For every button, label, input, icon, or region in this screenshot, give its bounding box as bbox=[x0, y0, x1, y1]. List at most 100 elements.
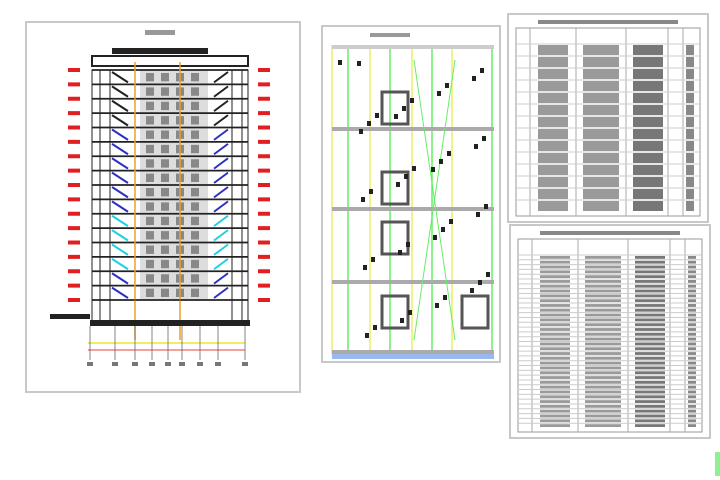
cell-text bbox=[540, 280, 570, 283]
cell-text bbox=[585, 404, 621, 408]
stair-flight-left bbox=[111, 85, 129, 98]
column-mark bbox=[470, 288, 474, 293]
window bbox=[146, 173, 154, 182]
cell-text bbox=[585, 294, 621, 298]
column-mark bbox=[484, 204, 488, 209]
stair-flight-left bbox=[111, 186, 129, 199]
cell-text bbox=[538, 117, 568, 127]
cell-text bbox=[540, 318, 570, 322]
bottom-strip bbox=[332, 354, 494, 359]
column-mark bbox=[445, 83, 449, 88]
cell-text bbox=[635, 376, 665, 379]
cell-text bbox=[635, 390, 665, 394]
stair-flight-right bbox=[213, 243, 229, 256]
stair-flight-left bbox=[111, 243, 129, 256]
cell-text bbox=[688, 313, 696, 317]
window bbox=[146, 231, 154, 240]
stair-flight-left bbox=[111, 99, 129, 112]
cell-text bbox=[688, 347, 696, 351]
cell-text bbox=[585, 260, 621, 264]
cell-text bbox=[635, 361, 665, 365]
cell-text bbox=[686, 129, 694, 139]
cell-text bbox=[540, 376, 570, 379]
cell-text bbox=[585, 308, 621, 312]
canopy bbox=[50, 314, 90, 319]
cell-text bbox=[635, 299, 665, 303]
cell-text bbox=[688, 337, 696, 341]
cell-text bbox=[540, 424, 570, 427]
stair-flight-left bbox=[111, 258, 129, 271]
axis-label bbox=[112, 362, 118, 366]
column-mark bbox=[410, 98, 414, 103]
cell-text bbox=[585, 361, 621, 365]
column-mark bbox=[375, 113, 379, 118]
cell-text bbox=[540, 256, 570, 259]
column-mark bbox=[373, 325, 377, 330]
cell-text bbox=[688, 270, 696, 274]
cell-text bbox=[540, 270, 570, 274]
cell-text bbox=[635, 404, 665, 408]
level-mark-left bbox=[68, 82, 80, 87]
cell-text bbox=[540, 419, 570, 423]
cell-text bbox=[688, 308, 696, 312]
column-mark bbox=[371, 257, 375, 262]
axis-label bbox=[165, 362, 171, 366]
cell-text bbox=[633, 129, 663, 139]
axis-label bbox=[179, 362, 185, 366]
cell-text bbox=[540, 352, 570, 355]
cell-text bbox=[688, 265, 696, 269]
cell-text bbox=[538, 177, 568, 187]
cell-text bbox=[635, 347, 665, 351]
cell-text bbox=[688, 409, 696, 413]
window bbox=[146, 259, 154, 269]
column-mark bbox=[476, 212, 480, 217]
stair-flight-right bbox=[213, 99, 229, 112]
axis-label bbox=[87, 362, 93, 366]
cell-text bbox=[686, 93, 694, 103]
beam bbox=[332, 280, 494, 284]
cell-text bbox=[583, 57, 619, 67]
window bbox=[161, 245, 169, 254]
level-mark-left bbox=[68, 298, 80, 302]
column-mark bbox=[437, 91, 441, 96]
stair-flight-right bbox=[213, 286, 229, 299]
column-box bbox=[380, 90, 410, 126]
column-mark bbox=[412, 166, 416, 171]
window bbox=[191, 216, 199, 226]
column-mark bbox=[441, 227, 445, 232]
cell-text bbox=[635, 356, 665, 360]
cell-text bbox=[635, 395, 665, 399]
level-mark-right bbox=[258, 154, 270, 159]
cell-text bbox=[585, 366, 621, 370]
stair-flight-right bbox=[213, 272, 229, 285]
window bbox=[191, 73, 199, 82]
column-mark bbox=[408, 310, 412, 315]
stair-flight-left bbox=[111, 157, 129, 170]
level-mark-left bbox=[68, 111, 80, 116]
cell-text bbox=[686, 177, 694, 187]
level-mark-left bbox=[68, 283, 80, 288]
cell-text bbox=[688, 304, 696, 307]
column-mark bbox=[398, 250, 402, 255]
cell-text bbox=[688, 400, 696, 403]
cell-text bbox=[635, 294, 665, 298]
cell-text bbox=[585, 352, 621, 355]
cell-text bbox=[686, 45, 694, 55]
sheet-title bbox=[145, 30, 175, 35]
cell-text bbox=[688, 356, 696, 360]
window bbox=[146, 274, 154, 283]
stair-flight-right bbox=[213, 229, 229, 242]
stair-flight-left bbox=[111, 143, 129, 156]
cell-text bbox=[538, 69, 568, 79]
level-mark-left bbox=[68, 211, 80, 216]
stair-flight-right bbox=[213, 200, 229, 213]
window bbox=[161, 159, 169, 168]
cell-text bbox=[585, 414, 621, 418]
cell-text bbox=[688, 294, 696, 298]
cell-text bbox=[635, 289, 665, 293]
stair-flight-left bbox=[111, 214, 129, 227]
cell-text bbox=[688, 376, 696, 379]
cell-text bbox=[688, 328, 696, 331]
column-mark bbox=[480, 68, 484, 73]
stair-flight-right bbox=[213, 128, 229, 141]
